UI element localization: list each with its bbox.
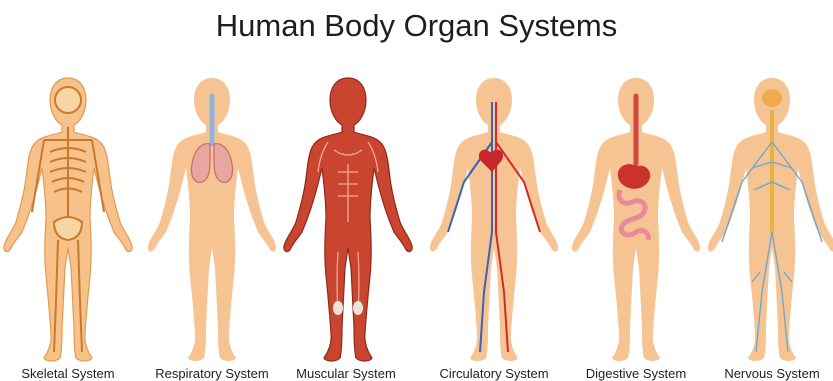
skeletal-figure xyxy=(0,72,138,364)
system-label: Nervous System xyxy=(692,366,833,381)
lungs-icon xyxy=(142,72,282,364)
system-label: Skeletal System xyxy=(0,366,148,381)
diagram-title: Human Body Organ Systems xyxy=(0,8,833,44)
muscle-icon xyxy=(278,72,418,364)
stomach-icon xyxy=(566,72,706,364)
muscular-figure xyxy=(278,72,418,364)
circulatory-figure xyxy=(424,72,564,364)
respiratory-figure xyxy=(142,72,282,364)
nervous-figure xyxy=(702,72,833,364)
skeleton-icon xyxy=(0,72,138,364)
digestive-figure xyxy=(566,72,706,364)
system-label: Muscular System xyxy=(266,366,426,381)
system-label: Circulatory System xyxy=(414,366,574,381)
nerves-icon xyxy=(702,72,833,364)
heart-vessels-icon xyxy=(424,72,564,364)
